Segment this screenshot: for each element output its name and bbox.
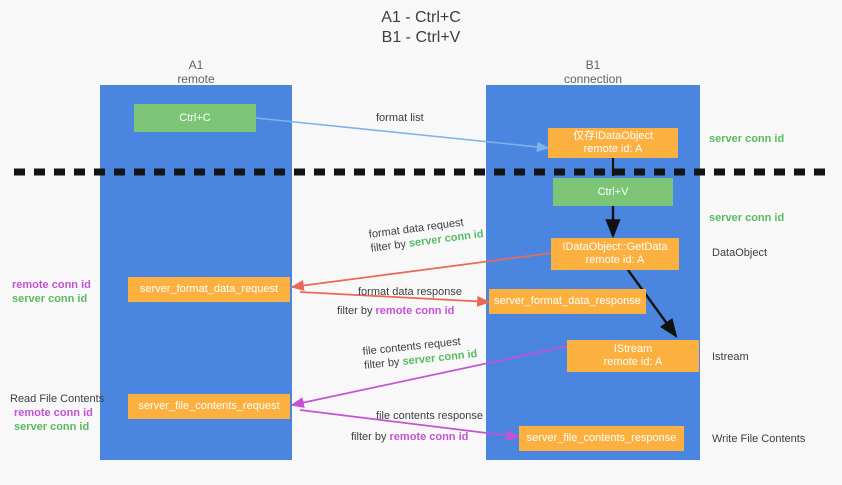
- arrow-format-data-request: [290, 252, 553, 291]
- edge-label-file-contents-response: file contents response filter by remote …: [351, 409, 484, 444]
- edge-label-format-data-response: format data response filter by remote co…: [337, 285, 462, 318]
- node-ctrl-c-label: Ctrl+C: [179, 111, 211, 124]
- lane-header-b1: B1 connection: [486, 58, 700, 86]
- lane-b1-sub: connection: [563, 72, 623, 86]
- right-server-conn-id-top: server conn id: [709, 133, 785, 145]
- edge-label-format-data-response-filter: filter by remote conn id: [337, 304, 462, 318]
- page-title: A1 - Ctrl+C B1 - Ctrl+V: [0, 8, 842, 48]
- arrow-getdata-to-istream: [627, 269, 678, 338]
- node-idataobject-remote-id: remote id: A: [583, 143, 643, 155]
- node-ctrl-v-label: Ctrl+V: [597, 185, 629, 198]
- edge-label-format-list-text: format list: [376, 112, 424, 124]
- filter-key-remote-conn-id: remote conn id: [389, 431, 469, 443]
- node-ctrl-c[interactable]: Ctrl+C: [134, 104, 256, 132]
- right-server-conn-id-mid: server conn id: [709, 212, 785, 224]
- arrow-file-contents-request: [290, 345, 569, 408]
- node-server-format-data-request[interactable]: server_format_data_request: [128, 277, 290, 302]
- lane-b1-name: B1: [585, 58, 601, 72]
- filter-prefix: filter by: [337, 305, 376, 317]
- node-server-file-contents-request[interactable]: server_file_contents_request: [128, 394, 290, 419]
- node-server-file-contents-response-label: server_file_contents_response: [526, 432, 677, 444]
- left-read-file-contents-heading: Read File Contents: [10, 393, 105, 405]
- left-server-conn-id: server conn id: [12, 293, 88, 305]
- edge-label-file-contents-response-line1: file contents response: [376, 410, 484, 422]
- filter-key-remote-conn-id: remote conn id: [375, 305, 455, 317]
- node-server-file-contents-response[interactable]: server_file_contents_response: [519, 426, 684, 451]
- right-istream-label: Istream: [712, 351, 749, 363]
- left-annotation-format-conn-ids: remote conn id server conn id: [12, 278, 91, 306]
- node-server-format-data-response[interactable]: server_format_data_response: [489, 289, 646, 314]
- node-server-format-data-response-label: server_format_data_response: [494, 295, 641, 307]
- title-line-1: A1 - Ctrl+C: [381, 9, 461, 26]
- edge-label-format-data-response-line1: format data response: [358, 286, 462, 298]
- right-dataobject-label: DataObject: [712, 247, 768, 259]
- node-getdata-remote-id: remote id: A: [585, 254, 645, 266]
- node-getdata-label: IDataObject::GetData: [562, 241, 668, 253]
- left-read-remote-conn-id: remote conn id: [14, 407, 93, 419]
- node-istream-label: IStream: [613, 343, 653, 355]
- node-istream-remote-id: remote id: A: [603, 356, 663, 368]
- node-ctrl-v[interactable]: Ctrl+V: [553, 178, 673, 206]
- edge-label-format-list: format list: [376, 111, 424, 125]
- node-idataobject[interactable]: 仅存IDataObject remote id: A: [548, 128, 678, 158]
- lane-a1-sub: remote: [177, 72, 215, 86]
- node-server-format-data-request-label: server_format_data_request: [139, 283, 279, 295]
- arrow-format-list: [255, 117, 550, 152]
- node-server-file-contents-request-label: server_file_contents_request: [138, 400, 280, 412]
- arrow-file-contents-response: [299, 409, 521, 441]
- filter-prefix: filter by: [363, 355, 404, 372]
- lane-a1-name: A1: [188, 58, 204, 72]
- left-read-server-conn-id: server conn id: [14, 421, 90, 433]
- left-remote-conn-id: remote conn id: [12, 279, 91, 291]
- right-write-file-contents-label: Write File Contents: [712, 433, 806, 445]
- lane-header-a1: A1 remote: [100, 58, 292, 86]
- edge-label-file-contents-response-filter: filter by remote conn id: [351, 430, 483, 444]
- node-istream[interactable]: IStream remote id: A: [567, 340, 699, 372]
- title-line-2: B1 - Ctrl+V: [381, 29, 461, 46]
- filter-prefix: filter by: [351, 431, 390, 443]
- node-getdata[interactable]: IDataObject::GetData remote id: A: [551, 238, 679, 270]
- node-idataobject-label: 仅存IDataObject: [572, 130, 654, 142]
- left-annotation-read-file-contents: Read File Contents remote conn id server…: [10, 392, 104, 434]
- arrow-format-data-response: [299, 291, 491, 307]
